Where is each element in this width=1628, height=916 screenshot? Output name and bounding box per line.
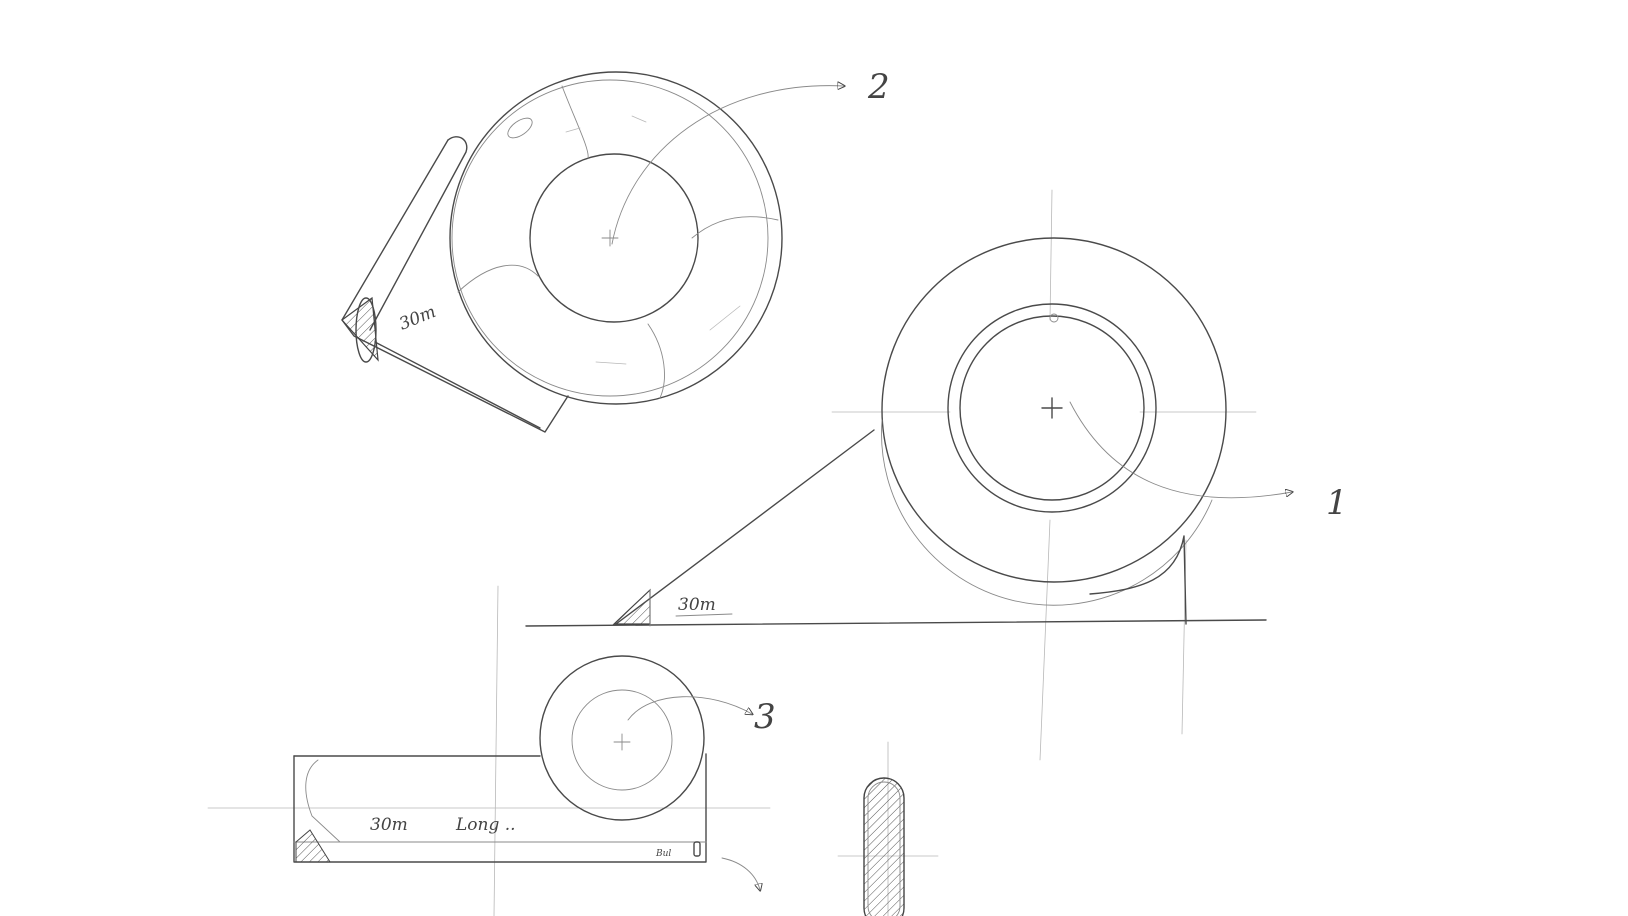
angled-cutter-blade — [341, 296, 379, 362]
front-outer-ring — [539, 655, 705, 821]
view-label-3: 3 — [754, 697, 776, 737]
side-ring-thickness — [881, 419, 1213, 606]
angled-inner-hub — [529, 153, 699, 323]
angled-center-mark — [601, 229, 619, 247]
side-hub — [959, 315, 1145, 501]
front-base-outline — [293, 753, 707, 863]
front-inner-ring — [571, 689, 673, 791]
side-dimension-underline — [675, 613, 733, 617]
front-vertical-construction — [493, 585, 499, 916]
side-slope-line — [615, 429, 875, 625]
angled-segment-line — [561, 85, 589, 159]
side-vertical-centerline — [1039, 189, 1053, 761]
angled-dimension-label: 30m — [396, 302, 439, 335]
view-label-2: 2 — [867, 67, 890, 107]
front-cutter-blade — [295, 829, 331, 863]
angled-segment-line — [647, 323, 665, 399]
front-base-corner-curve — [305, 759, 341, 843]
front-small-button — [693, 841, 701, 857]
angled-base-bottom-edge — [374, 341, 541, 429]
section-pill-shape — [863, 777, 905, 916]
angled-view: 2 30m — [341, 67, 890, 433]
side-cutter-blade — [612, 588, 651, 625]
front-secondary-leader-arrow — [721, 857, 760, 890]
section-view — [837, 741, 939, 916]
side-inner-ring — [947, 303, 1157, 513]
side-leader-arrow — [1069, 401, 1292, 499]
angled-sketch-marks — [565, 115, 741, 365]
side-outer-ring — [881, 237, 1227, 583]
front-leader-arrow — [627, 696, 752, 721]
side-pivot-hole — [1049, 313, 1059, 323]
angled-outer-ring — [449, 71, 783, 405]
front-dimension-note: Long .. — [455, 815, 516, 835]
front-view: 30m Long .. Bul 3 — [207, 585, 776, 916]
angled-base-top-edge — [369, 136, 468, 331]
side-base-line — [525, 619, 1267, 627]
front-center-mark — [613, 733, 631, 751]
front-dimension-label: 30m — [370, 815, 408, 835]
angled-cutter-ring — [355, 297, 377, 363]
angled-segment-line — [457, 264, 539, 293]
angled-segment-line — [691, 216, 779, 239]
angled-base-outline — [341, 139, 569, 433]
angled-highlight — [507, 117, 533, 139]
section-pill-inner — [867, 781, 901, 916]
view-label-1: 1 — [1326, 483, 1348, 523]
side-dimension-label: 30m — [678, 595, 716, 615]
front-small-label: Bul — [655, 849, 671, 859]
angled-outer-ring-inner-edge — [451, 79, 769, 397]
side-rear-curve — [1089, 535, 1187, 625]
side-center-mark — [1041, 397, 1063, 419]
side-view: 30m 1 — [525, 189, 1348, 761]
angled-leader-arrow — [611, 86, 844, 245]
